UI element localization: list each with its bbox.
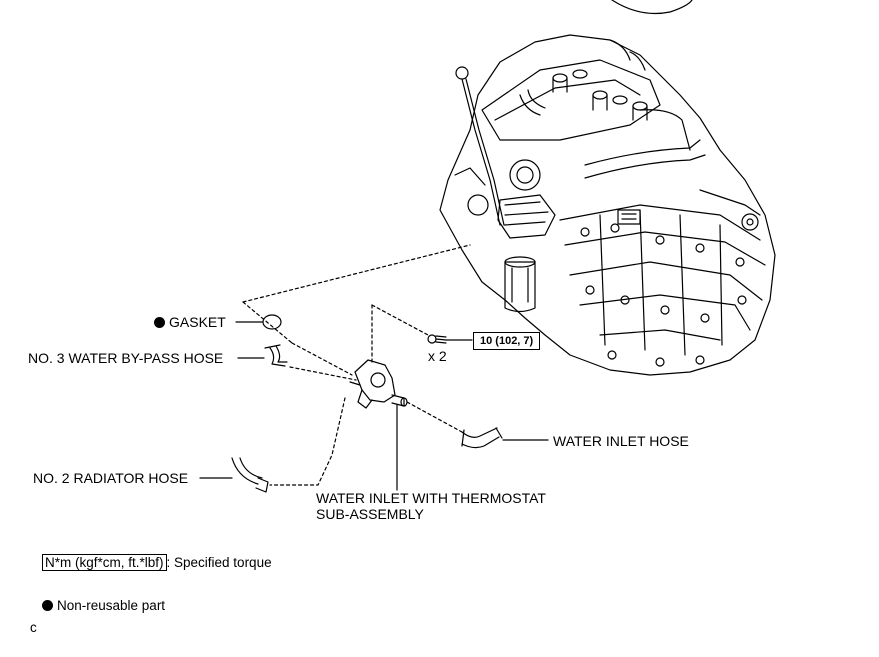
bolt-quantity-label: x 2	[428, 348, 447, 364]
torque-unit-box: N*m (kgf*cm, ft.*lbf)	[42, 554, 167, 571]
bolt-part	[427, 334, 447, 344]
bypass-hose-label: NO. 3 WATER BY-PASS HOSE	[28, 350, 224, 366]
thermostat-label-line2: SUB-ASSEMBLY	[316, 506, 424, 522]
gasket-part	[262, 314, 282, 330]
footer-code: c	[30, 620, 37, 635]
torque-legend-text: : Specified torque	[166, 555, 272, 570]
non-reusable-dot-icon	[154, 317, 165, 328]
thermostat-label: WATER INLET WITH THERMOSTAT SUB-ASSEMBLY	[316, 490, 546, 522]
thermostat-part	[349, 359, 408, 409]
nonreusable-legend-text: Non-reusable part	[57, 598, 166, 613]
torque-spec-box: 10 (102, 7)	[473, 332, 541, 350]
torque-legend: N*m (kgf*cm, ft.*lbf): Specified torque	[42, 554, 272, 571]
gasket-label: GASKET	[154, 314, 226, 330]
top-part-outline	[611, 0, 693, 15]
nonreusable-legend: Non-reusable part	[42, 598, 165, 614]
thermostat-label-line1: WATER INLET WITH THERMOSTAT	[316, 490, 546, 506]
radiator-hose-label: NO. 2 RADIATOR HOSE	[33, 470, 189, 486]
bypass-hose-part	[264, 344, 288, 367]
gasket-leader-dashed	[242, 244, 471, 303]
engine-assembly-illustration	[439, 34, 776, 376]
inlet-hose-label: WATER INLET HOSE	[553, 433, 689, 449]
radiator-hose-part	[231, 457, 269, 493]
non-reusable-dot-icon	[42, 600, 53, 611]
inlet-hose-part	[461, 427, 503, 449]
